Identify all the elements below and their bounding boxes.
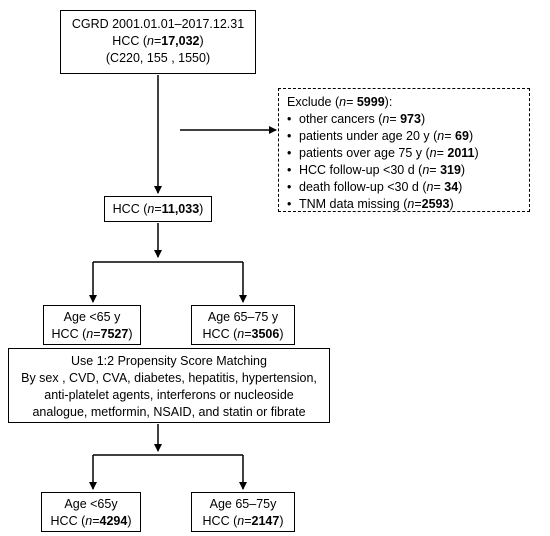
exclude-list: other cancers (n= 973) patients under ag… — [287, 111, 521, 213]
matched-young-age: Age <65y — [64, 497, 118, 511]
exclude-box: Exclude (n= 5999): other cancers (n= 973… — [278, 88, 530, 213]
psm-line: Use 1:2 Propensity Score Matching — [71, 354, 267, 368]
group-young-box: Age <65 y HCC (n=7527) — [43, 305, 141, 345]
source-period: CGRD 2001.01.01–2017.12.31 — [71, 17, 245, 31]
exclude-item: death follow-up <30 d (n= 34) — [287, 179, 521, 196]
matched-old-count: HCC (n=2147) — [202, 514, 284, 528]
source-count: HCC (n=17,032) — [112, 34, 204, 48]
group-old-count: HCC (n=3506) — [202, 327, 284, 341]
matched-young-count: HCC (n=4294) — [50, 514, 132, 528]
hcc-box: HCC (n=11,033) — [104, 196, 212, 222]
psm-line: anti-platelet agents, interferons or nuc… — [44, 388, 294, 402]
psm-line: By sex , CVD, CVA, diabetes, hepatitis, … — [21, 371, 317, 385]
psm-line: analogue, metformin, NSAID, and statin o… — [32, 405, 306, 419]
exclude-item: patients under age 20 y (n= 69) — [287, 128, 521, 145]
exclude-title: Exclude (n= 5999): — [287, 95, 393, 109]
hcc-count: HCC (n=11,033) — [112, 202, 204, 216]
group-old-box: Age 65–75 y HCC (n=3506) — [191, 305, 295, 345]
source-codes: (C220, 155 , 1550) — [105, 51, 211, 65]
exclude-item: TNM data missing (n=2593) — [287, 196, 521, 213]
exclude-item: other cancers (n= 973) — [287, 111, 521, 128]
matched-young-box: Age <65y HCC (n=4294) — [41, 492, 141, 532]
psm-box: Use 1:2 Propensity Score Matching By sex… — [8, 348, 330, 423]
matched-old-age: Age 65–75y — [209, 497, 277, 511]
group-old-age: Age 65–75 y — [207, 310, 279, 324]
group-young-count: HCC (n=7527) — [51, 327, 133, 341]
source-box: CGRD 2001.01.01–2017.12.31 HCC (n=17,032… — [60, 10, 256, 74]
exclude-item: HCC follow-up <30 d (n= 319) — [287, 162, 521, 179]
group-young-age: Age <65 y — [63, 310, 121, 324]
matched-old-box: Age 65–75y HCC (n=2147) — [191, 492, 295, 532]
exclude-item: patients over age 75 y (n= 2011) — [287, 145, 521, 162]
